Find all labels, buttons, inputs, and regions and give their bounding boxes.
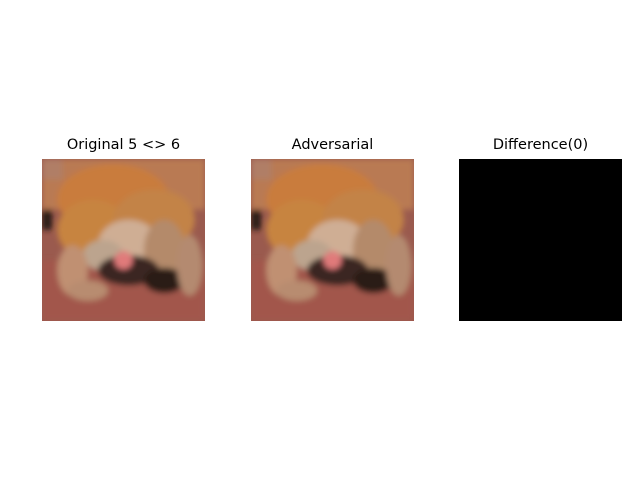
frog-image-adversarial bbox=[251, 159, 414, 321]
original-image bbox=[42, 159, 205, 321]
frog-image-original bbox=[42, 159, 205, 321]
panel-title-original: Original 5 <> 6 bbox=[66, 137, 181, 153]
difference-image bbox=[459, 159, 622, 321]
panel-title-difference: Difference(0) bbox=[492, 137, 589, 153]
panel-title-adversarial: Adversarial bbox=[291, 137, 374, 153]
adversarial-image bbox=[251, 159, 414, 321]
